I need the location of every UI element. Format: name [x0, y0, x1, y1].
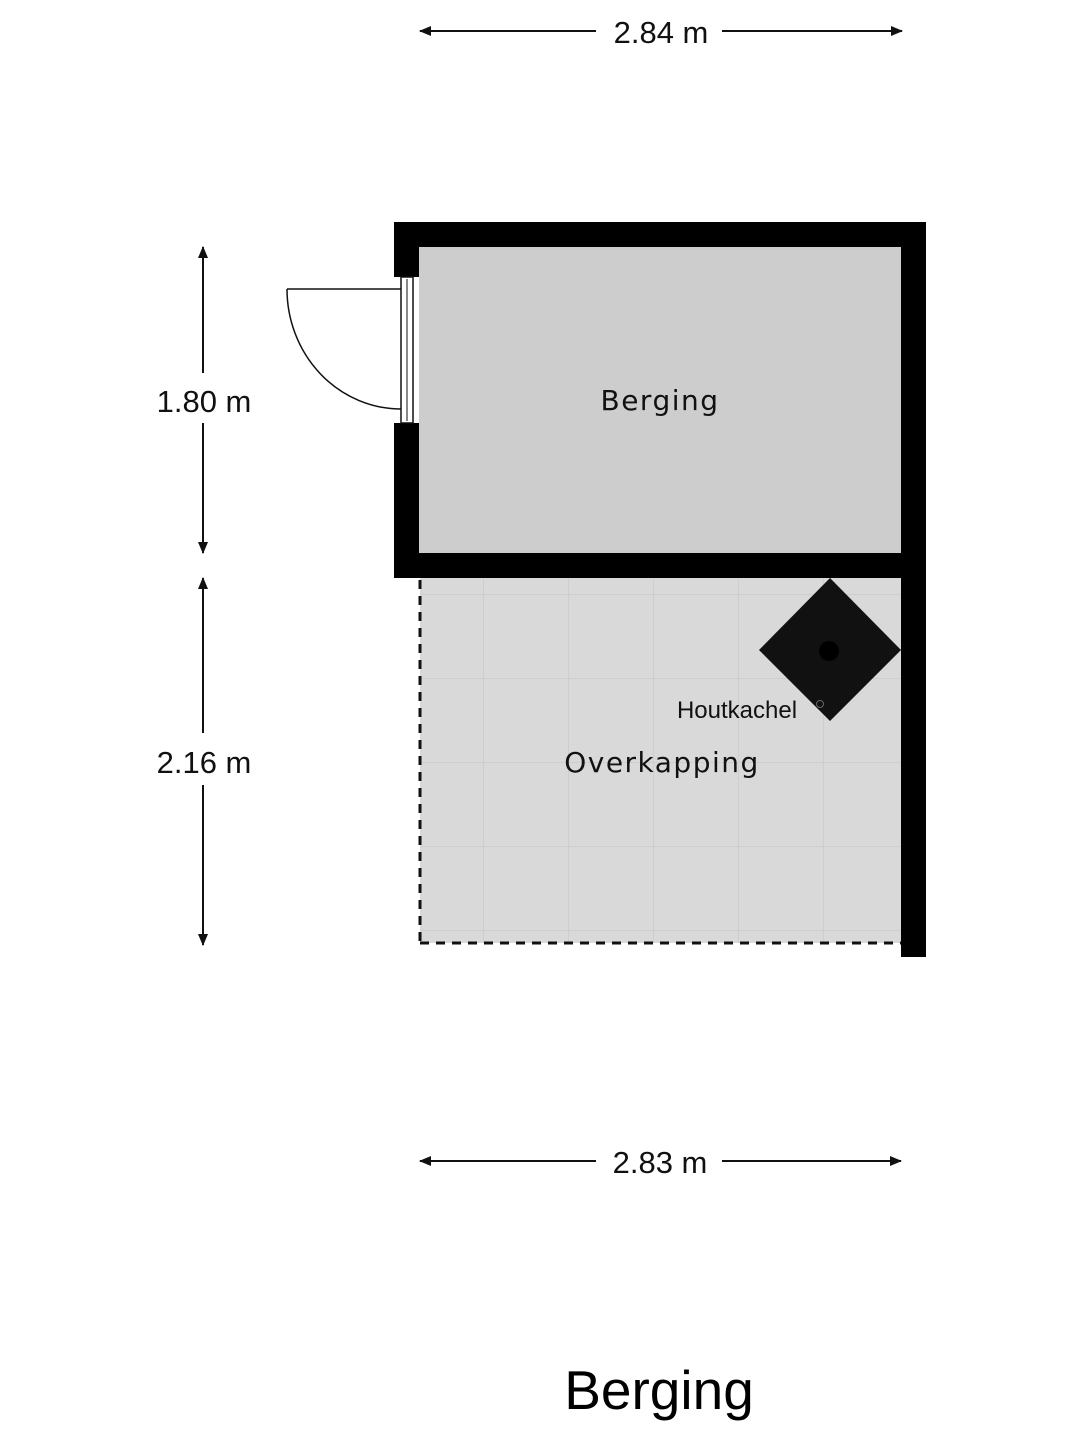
- bottom-width-dimension: 2.83 m: [419, 1145, 902, 1180]
- overkapping-depth-label: 2.16 m: [157, 745, 252, 780]
- walls: [394, 222, 926, 957]
- overkapping-open-edges: [418, 580, 901, 945]
- overkapping-depth-dimension: 2.16 m: [157, 577, 252, 946]
- floor-title: Berging: [564, 1359, 754, 1421]
- berging-floor: [419, 246, 902, 553]
- berging-depth-dimension: 1.80 m: [157, 246, 252, 554]
- berging-left-wall-upper: [394, 222, 419, 277]
- stove-flue: [819, 641, 839, 661]
- right-wall: [901, 222, 926, 957]
- top-width-dimension: 2.84 m: [419, 15, 903, 50]
- stove-label: Houtkachel: [677, 697, 797, 724]
- partition-wall: [394, 553, 926, 578]
- room-label-overkapping: Overkapping: [564, 746, 760, 779]
- room-label-berging: Berging: [600, 384, 719, 417]
- top-width-label: 2.84 m: [614, 15, 709, 50]
- berging-top-wall: [394, 222, 926, 247]
- door-swing-arc: [286, 288, 402, 410]
- berging-left-wall-lower: [394, 423, 419, 578]
- door: [286, 276, 414, 424]
- bottom-width-label: 2.83 m: [613, 1145, 708, 1180]
- wood-stove: [759, 578, 901, 721]
- berging-depth-label: 1.80 m: [157, 384, 252, 419]
